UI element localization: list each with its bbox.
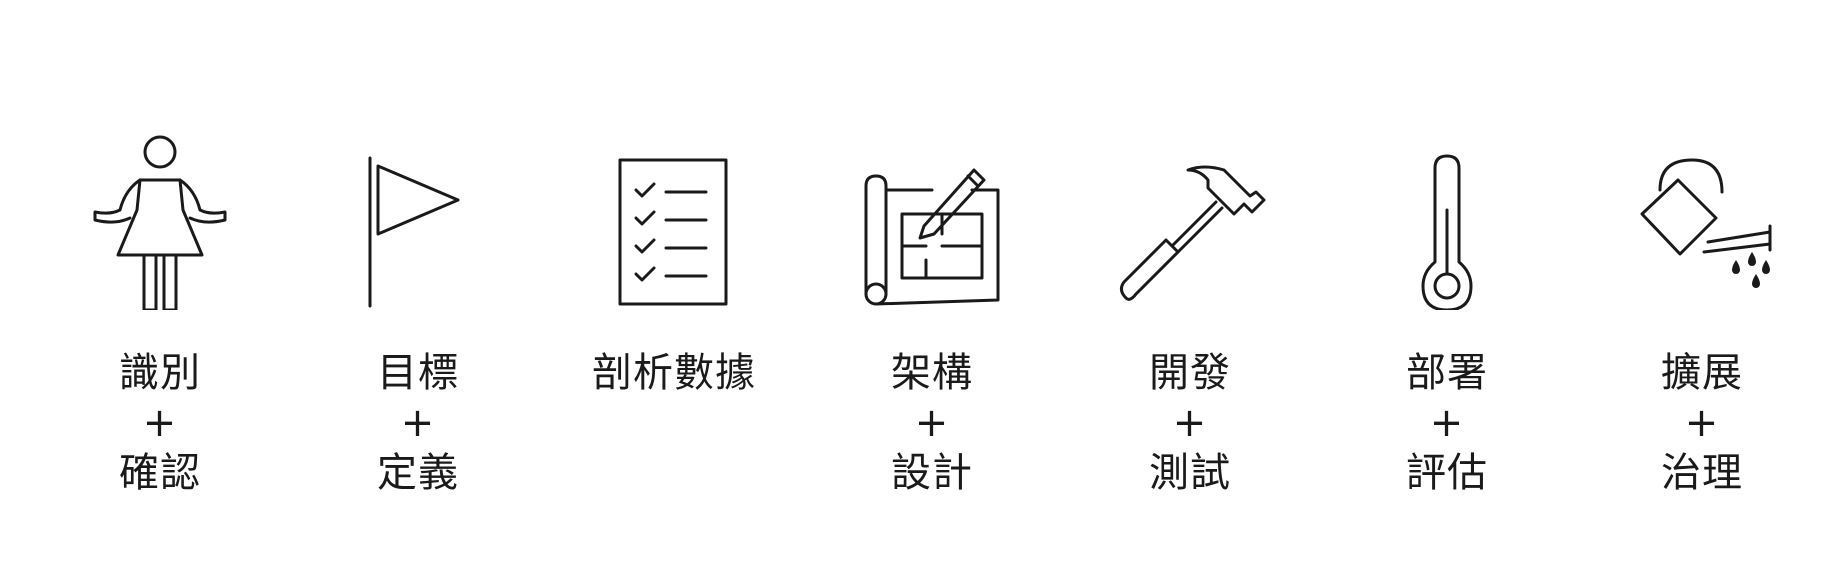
step-scale-govern: 擴展 + 治理 — [1602, 130, 1802, 498]
step-subtitle: 測試 — [1149, 450, 1231, 496]
step-label: 擴展 + 治理 — [1661, 348, 1743, 498]
hammer-icon — [1119, 165, 1266, 301]
step-analyze-data: 剖析數據 — [574, 130, 774, 398]
step-title: 部署 — [1406, 350, 1488, 396]
step-subtitle: 定義 — [377, 450, 459, 496]
step-title: 架構 — [891, 350, 973, 396]
plus-sign: + — [1429, 400, 1465, 446]
thermometer-icon — [1421, 154, 1473, 310]
step-label: 識別 + 確認 — [119, 348, 201, 498]
person-shrugging-icon — [93, 135, 227, 310]
step-goal-define: 目標 + 定義 — [318, 130, 518, 498]
step-title: 識別 — [119, 350, 201, 396]
step-title: 目標 — [377, 350, 459, 396]
plus-sign: + — [142, 400, 178, 446]
plus-sign: + — [914, 400, 950, 446]
step-title: 剖析數據 — [592, 350, 756, 396]
step-subtitle: 確認 — [119, 450, 201, 496]
plus-sign: + — [1684, 400, 1720, 446]
step-label: 剖析數據 — [592, 348, 756, 398]
watering-can-icon — [1640, 158, 1772, 288]
step-subtitle: 評估 — [1406, 450, 1488, 496]
step-title: 擴展 — [1661, 350, 1743, 396]
step-subtitle: 設計 — [891, 450, 973, 496]
step-develop-test: 開發 + 測試 — [1090, 130, 1290, 498]
step-label: 部署 + 評估 — [1406, 348, 1488, 498]
step-label: 開發 + 測試 — [1149, 348, 1231, 498]
checklist-icon — [618, 158, 728, 306]
step-subtitle: 治理 — [1661, 450, 1743, 496]
plus-sign: + — [1172, 400, 1208, 446]
plus-sign: + — [400, 400, 436, 446]
blueprint-pencil-icon — [864, 168, 1000, 306]
step-label: 目標 + 定義 — [377, 348, 459, 498]
step-identify-confirm: 識別 + 確認 — [60, 130, 260, 498]
step-deploy-evaluate: 部署 + 評估 — [1347, 130, 1547, 498]
step-label: 架構 + 設計 — [891, 348, 973, 498]
flag-icon — [368, 156, 460, 308]
step-architecture-design: 架構 + 設計 — [832, 130, 1032, 498]
step-title: 開發 — [1149, 350, 1231, 396]
